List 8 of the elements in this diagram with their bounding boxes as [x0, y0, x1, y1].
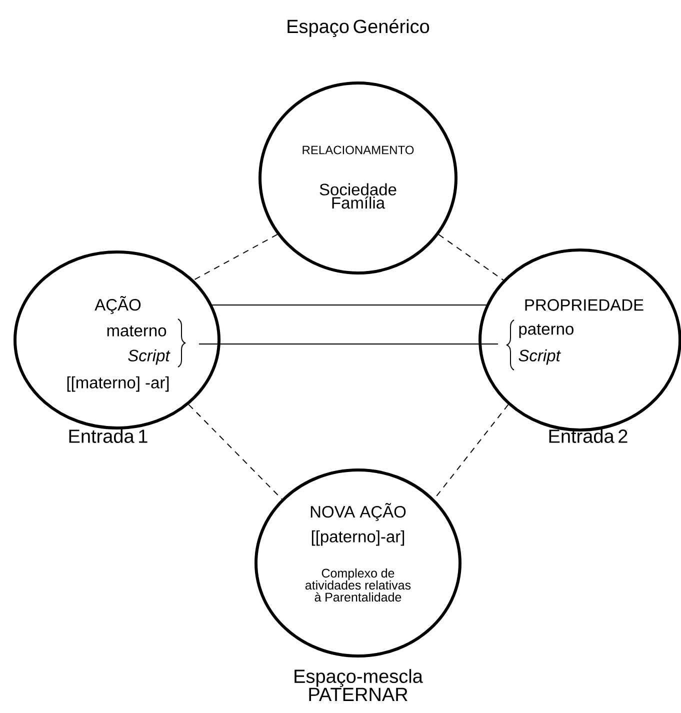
node-label: Espaço-mescla PATERNAR — [294, 669, 423, 701]
connector-line — [188, 404, 282, 500]
node-label: Entrada 2 — [549, 429, 628, 443]
node-label: Espaço Genérico — [288, 19, 430, 38]
connector-line — [208, 304, 488, 306]
connector-line — [193, 234, 278, 280]
connector-line — [438, 234, 504, 281]
node-label: Entrada 1 — [69, 429, 148, 443]
